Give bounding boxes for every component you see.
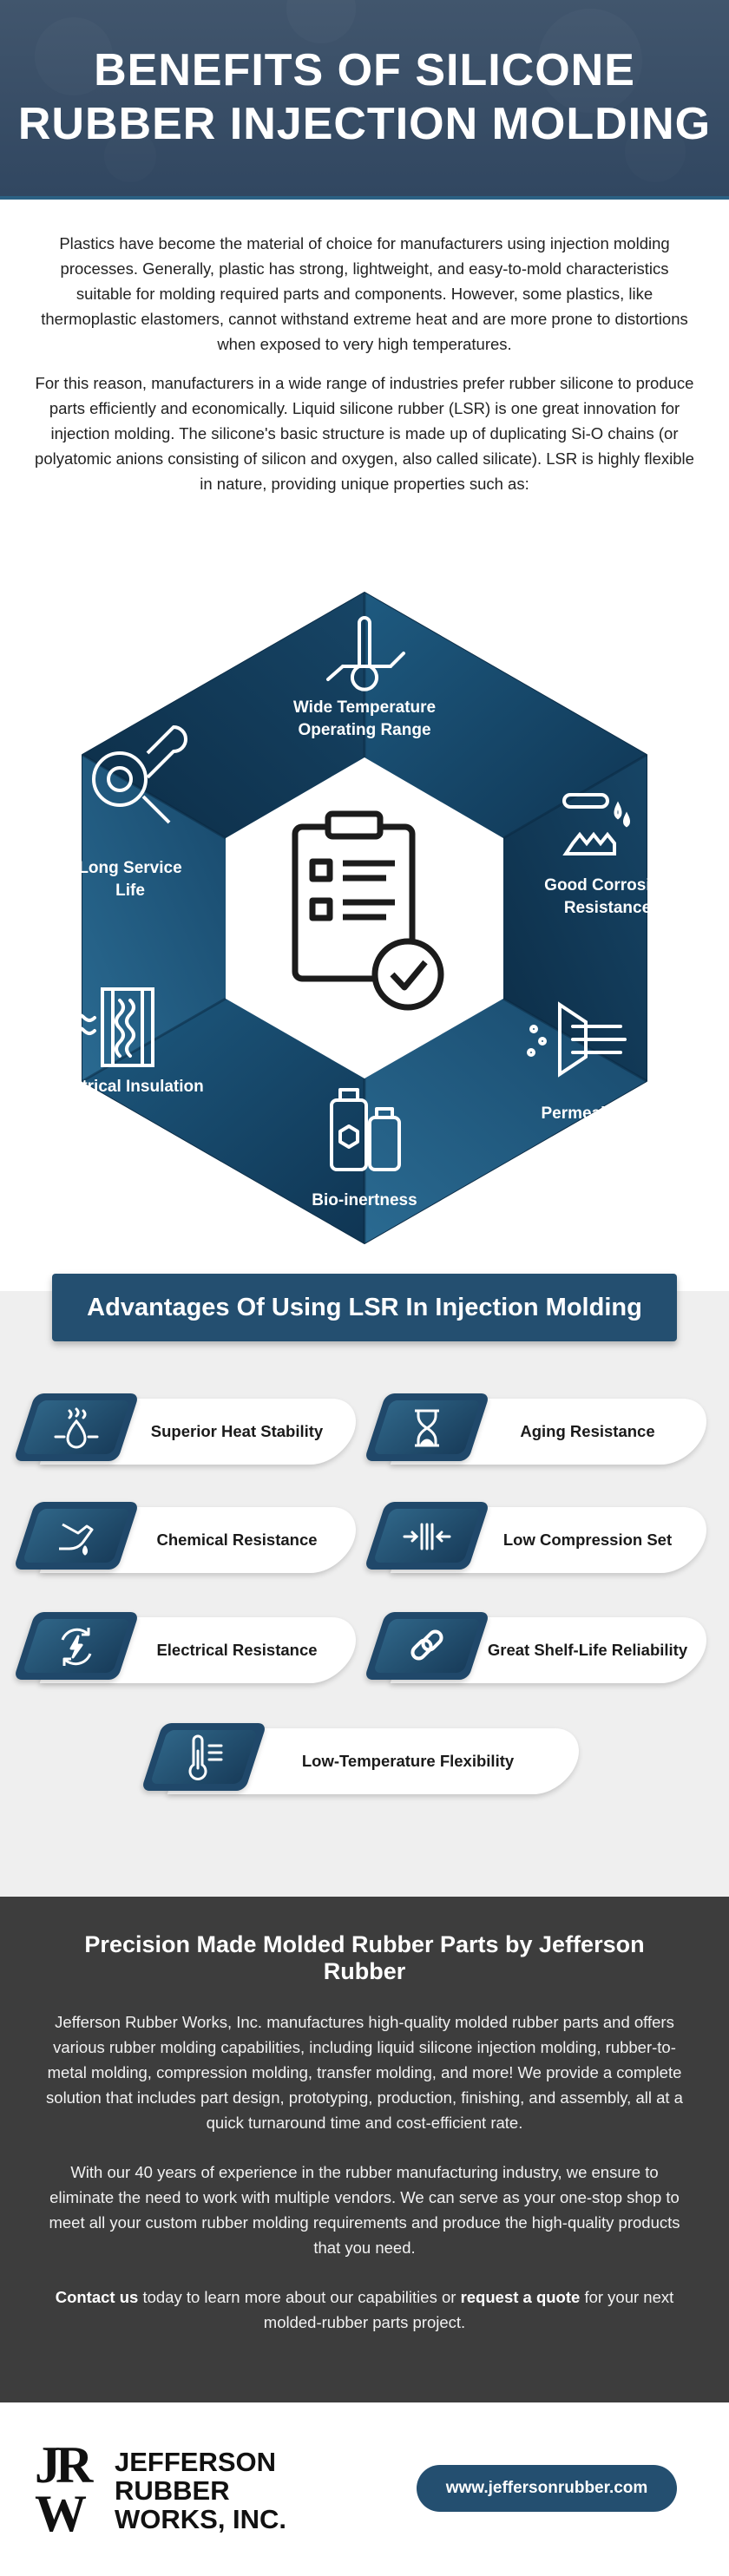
thermometer-icon xyxy=(326,616,405,692)
advantage-label: Low Compression Set xyxy=(502,1531,673,1549)
segment-top xyxy=(364,593,647,838)
advantage-label: Superior Heat Stability xyxy=(150,1422,324,1440)
chain-link-icon xyxy=(410,1629,443,1661)
insulation-icon xyxy=(72,987,154,1067)
advantage-card: Aging Resistance xyxy=(364,1393,716,1468)
chemical-hand-icon xyxy=(59,1523,94,1556)
clipboard-check-icon xyxy=(292,810,444,1011)
header-banner: BENEFITS OF SILICONE RUBBER INJECTION MO… xyxy=(0,0,729,200)
advantages-section: Advantages Of Using LSR In Injection Mol… xyxy=(0,1274,729,1897)
advantage-card: Great Shelf-Life Reliability xyxy=(364,1612,716,1687)
gear-wrench-icon xyxy=(92,725,187,824)
hourglass-icon xyxy=(415,1409,439,1447)
about-paragraph-2: With our 40 years of experience in the r… xyxy=(49,2163,680,2257)
hexagon-graphic xyxy=(72,592,647,1244)
cold-thermometer-icon xyxy=(188,1734,223,1780)
page-title: BENEFITS OF SILICONE RUBBER INJECTION MO… xyxy=(17,45,712,149)
advantage-label: Great Shelf-Life Reliability xyxy=(487,1641,688,1659)
about-section: Precision Made Molded Rubber Parts by Je… xyxy=(0,1897,729,2402)
bottles-icon xyxy=(330,1088,401,1171)
advantage-label: Chemical Resistance xyxy=(156,1531,318,1549)
advantage-card: Superior Heat Stability xyxy=(13,1393,365,1468)
electric-cycle-icon xyxy=(61,1628,92,1666)
property-lower-right-label: Permeability xyxy=(541,1104,640,1123)
advantage-card: Low Compression Set xyxy=(364,1502,716,1576)
corrosion-icon xyxy=(562,793,630,855)
segment-upper-left xyxy=(82,593,364,838)
about-title: Precision Made Molded Rubber Parts by Je… xyxy=(84,1931,645,1984)
permeability-icon xyxy=(527,1001,627,1078)
advantage-card: Electrical Resistance xyxy=(13,1612,365,1687)
property-bottom-label: Bio-inertness xyxy=(312,1191,417,1209)
contact-us-link[interactable]: Contact us xyxy=(55,2288,139,2306)
advantage-label: Aging Resistance xyxy=(520,1422,655,1440)
about-paragraph-1: Jefferson Rubber Works, Inc. manufacture… xyxy=(46,2013,683,2132)
intro-section: Plastics have become the material of cho… xyxy=(0,200,729,496)
advantages-title: Advantages Of Using LSR In Injection Mol… xyxy=(52,1274,677,1341)
advantage-card: Low-Temperature Flexibility xyxy=(141,1723,588,1798)
heat-drop-icon xyxy=(54,1407,99,1449)
intro-paragraph-1: Plastics have become the material of cho… xyxy=(41,234,688,353)
website-link-button[interactable]: www.jeffersonrubber.com xyxy=(417,2465,677,2512)
logo-wordmark: JEFFERSON RUBBER WORKS, INC. xyxy=(115,2447,287,2534)
segment-lower-right xyxy=(364,999,647,1243)
request-quote-link[interactable]: request a quote xyxy=(460,2288,581,2306)
advantage-card: Chemical Resistance xyxy=(13,1502,365,1576)
advantage-label: Electrical Resistance xyxy=(156,1641,318,1659)
advantage-label: Low-Temperature Flexibility xyxy=(301,1752,515,1770)
property-lower-left-label: Electrical Insulation xyxy=(48,1078,204,1096)
intro-paragraph-2: For this reason, manufacturers in a wide… xyxy=(35,374,694,493)
segment-lower-left xyxy=(82,755,226,1081)
advantages-grid: Superior Heat Stability Aging Resistance… xyxy=(0,1359,729,1845)
about-cta: Contact us today to learn more about our… xyxy=(55,2288,674,2331)
compression-icon xyxy=(403,1523,451,1550)
